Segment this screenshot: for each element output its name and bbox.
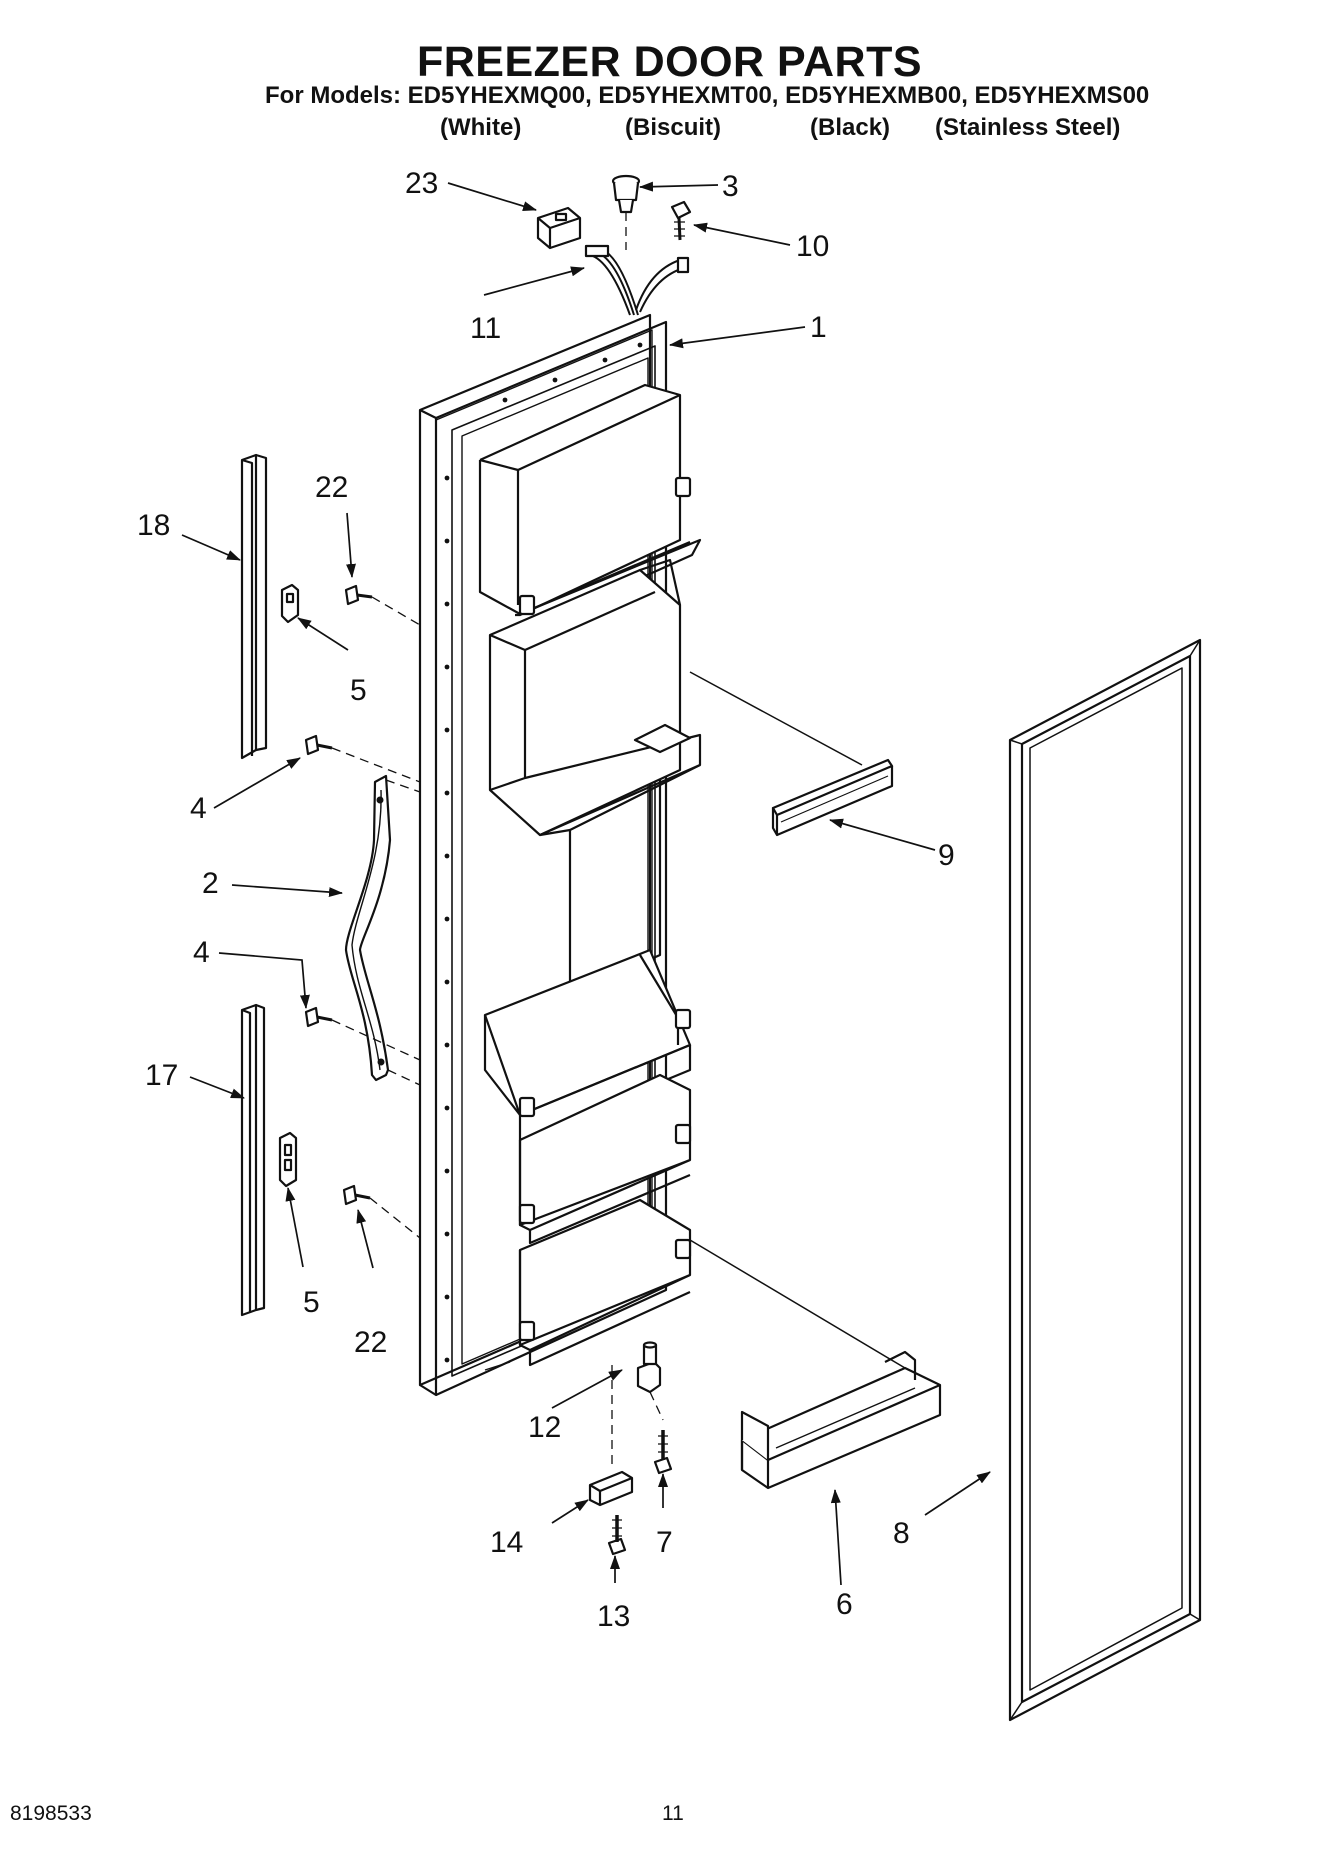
callout-9: 9 (938, 839, 955, 872)
callout-2: 2 (202, 867, 219, 900)
hinge-bracket (588, 1470, 634, 1507)
screw-part-22-bottom (342, 1184, 371, 1206)
callout-4-top: 4 (190, 792, 207, 825)
callout-13: 13 (597, 1600, 630, 1633)
door-gasket (1008, 638, 1202, 1722)
callout-4-bottom: 4 (193, 936, 210, 969)
callout-11: 11 (470, 312, 501, 345)
hinge-bushing (636, 1341, 662, 1394)
variant-black: (Black) (810, 114, 891, 141)
callout-6: 6 (836, 1588, 853, 1621)
screw-part-4-bottom (304, 1006, 333, 1028)
variant-white: (White) (440, 114, 522, 141)
removable-door-bin (740, 1350, 942, 1490)
dispenser-housing (488, 558, 702, 997)
callout-5-top: 5 (350, 674, 367, 707)
callout-1: 1 (810, 311, 827, 344)
door-bin-lower-b (484, 1198, 692, 1371)
trim-clip-bottom (278, 1131, 298, 1188)
callout-23: 23 (405, 167, 438, 200)
callout-22-top: 22 (315, 471, 348, 504)
dashed-assembly-lines (331, 212, 664, 1470)
trim-strip-top (240, 453, 268, 760)
trim-strip-bottom (240, 1003, 266, 1317)
trim-clip-top (280, 583, 300, 624)
variant-biscuit: (Biscuit) (625, 114, 721, 141)
page-number: 11 (662, 1802, 684, 1825)
plug-button (611, 174, 641, 214)
variant-stainless-steel: (Stainless Steel) (935, 114, 1121, 141)
door-handle (344, 774, 392, 1082)
screw-part-22-top (344, 584, 373, 606)
callout-arrows (181, 181, 991, 1586)
models-line: For Models: ED5YHEXMQ00, ED5YHEXMT00, ED… (265, 82, 1150, 109)
callout-10: 10 (796, 230, 829, 263)
callout-14: 14 (490, 1526, 523, 1559)
screw-part-4-top (304, 734, 333, 756)
door-mounting-holes (444, 342, 643, 1363)
screw-part-7 (653, 1430, 673, 1475)
door-bin-middle (483, 948, 692, 1142)
callout-8: 8 (893, 1517, 910, 1550)
door-panel (418, 313, 702, 1397)
screw-part-13 (607, 1515, 627, 1556)
door-bin-lower-a (518, 1073, 692, 1245)
callout-3: 3 (722, 170, 739, 203)
wire-harness (584, 244, 690, 316)
callout-17: 17 (145, 1059, 178, 1092)
assembly-leader-lines (689, 671, 906, 1369)
callout-12: 12 (528, 1411, 561, 1444)
dispenser-rail (771, 758, 894, 837)
screw-part-10 (670, 200, 692, 241)
callout-5-bottom: 5 (303, 1286, 320, 1319)
callout-22-bottom: 22 (354, 1326, 387, 1359)
callout-7: 7 (656, 1526, 673, 1559)
callout-18: 18 (137, 509, 170, 542)
page-title: FREEZER DOOR PARTS (416, 38, 923, 86)
document-number: 8198533 (10, 1802, 92, 1825)
wire-connector (536, 206, 582, 250)
